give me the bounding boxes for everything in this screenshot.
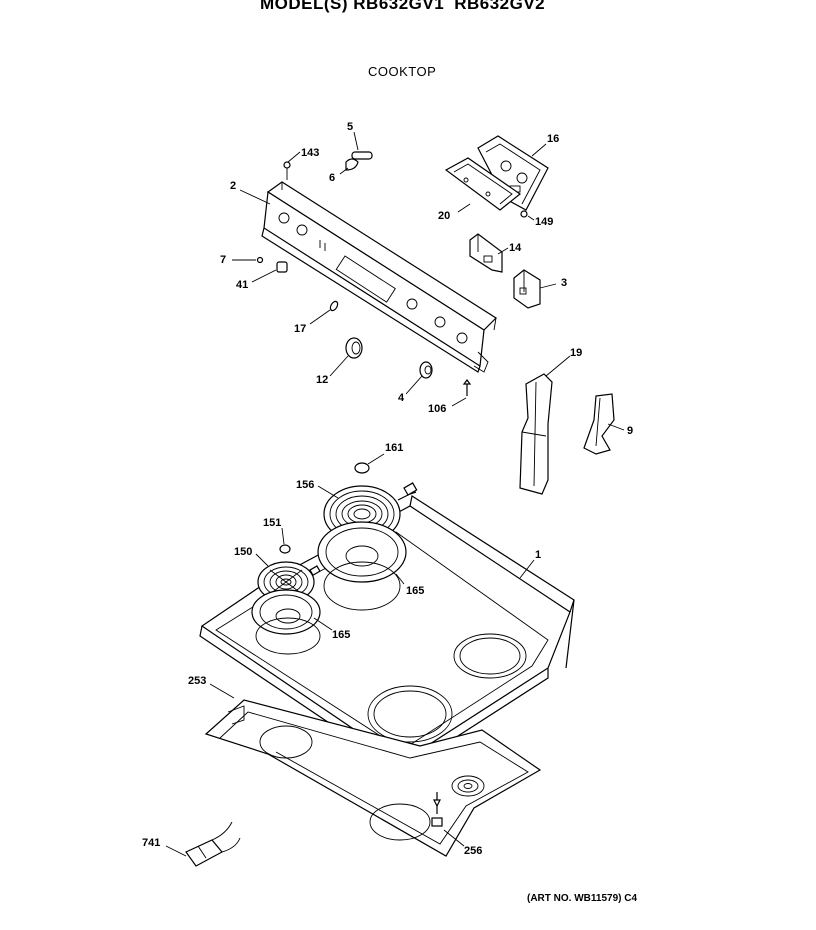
plate-20[interactable]	[444, 157, 522, 211]
relay-3[interactable]	[513, 269, 541, 309]
trim-161[interactable]	[354, 462, 370, 474]
callout-3: 3	[561, 277, 567, 289]
drip-pan-165-small[interactable]	[251, 589, 321, 655]
knob-12[interactable]	[345, 337, 363, 359]
callout-2: 2	[230, 180, 236, 192]
section-title: COOKTOP	[368, 64, 437, 79]
callout-16: 16	[547, 133, 559, 145]
callout-741: 741	[142, 837, 160, 849]
part-41[interactable]	[276, 261, 288, 273]
callout-253: 253	[188, 675, 206, 687]
callout-19: 19	[570, 347, 582, 359]
terminal-block-741[interactable]	[185, 821, 241, 867]
model-label-1: MODEL(S) RB632GV1	[260, 0, 445, 13]
model-title: MODEL(S) RB632GV1 RB632GV2	[260, 0, 555, 14]
callout-20: 20	[438, 210, 450, 222]
hinge-9[interactable]	[583, 393, 615, 455]
screw-106[interactable]	[462, 379, 472, 396]
callout-161: 161	[385, 442, 403, 454]
callout-165-lower: 165	[332, 629, 350, 641]
leader-lines	[165, 131, 625, 857]
callout-12: 12	[316, 374, 328, 386]
bottom-pan-253[interactable]	[204, 699, 542, 857]
part-7[interactable]	[256, 256, 264, 264]
callout-9: 9	[627, 425, 633, 437]
screw-149[interactable]	[520, 210, 528, 218]
art-number: (ART NO. WB11579) C4	[527, 893, 638, 904]
callout-17: 17	[294, 323, 306, 335]
lamp-17[interactable]	[329, 300, 339, 312]
screw-256[interactable]	[431, 792, 443, 827]
callout-106: 106	[428, 403, 446, 415]
callout-5: 5	[347, 121, 353, 133]
callout-151: 151	[263, 517, 281, 529]
bracket-6[interactable]	[345, 158, 359, 171]
callout-6: 6	[329, 172, 335, 184]
control-panel[interactable]	[261, 181, 497, 373]
callout-150: 150	[234, 546, 252, 558]
model-label-2: RB632GV2	[454, 0, 546, 13]
callout-labels: 143 5 6 16 2 20 149 7 14 41 3 17 19 12 4…	[142, 121, 633, 857]
knob-4[interactable]	[419, 361, 433, 379]
callout-156: 156	[296, 479, 314, 491]
callout-1: 1	[535, 549, 541, 561]
callout-149: 149	[535, 216, 553, 228]
callout-4: 4	[398, 392, 405, 404]
callout-7: 7	[220, 254, 226, 266]
screw-143[interactable]	[283, 161, 291, 180]
callout-14: 14	[509, 242, 522, 254]
callout-143: 143	[301, 147, 319, 159]
side-trim-19[interactable]	[519, 373, 553, 495]
switch-14[interactable]	[469, 233, 503, 273]
trim-151[interactable]	[279, 544, 291, 554]
callout-41: 41	[236, 279, 248, 291]
drip-pan-165-large[interactable]	[317, 521, 407, 611]
clip-5[interactable]	[351, 151, 373, 160]
callout-256: 256	[464, 845, 482, 857]
callout-165-upper: 165	[406, 585, 424, 597]
